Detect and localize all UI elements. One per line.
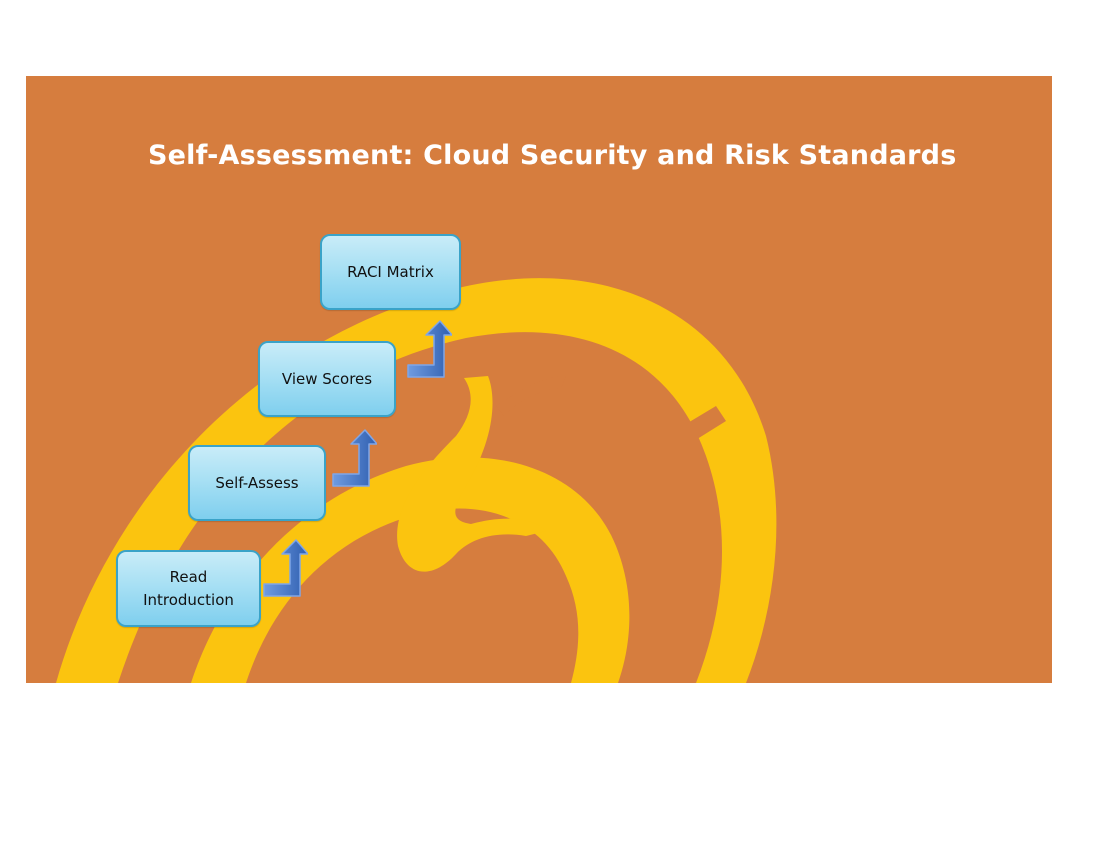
self-assess-button[interactable]: Self-Assess <box>188 445 326 521</box>
read-introduction-label-line1: Read <box>169 567 208 586</box>
read-introduction-label-line2: Introduction <box>143 590 234 609</box>
view-scores-label: View Scores <box>281 369 373 388</box>
up-arrow-icon <box>332 429 377 487</box>
page-title: Self-Assessment: Cloud Security and Risk… <box>148 140 957 171</box>
view-scores-button[interactable]: View Scores <box>258 341 396 417</box>
up-arrow-icon <box>407 320 452 378</box>
read-introduction-button[interactable]: Read Introduction <box>116 550 261 627</box>
raci-matrix-button[interactable]: RACI Matrix <box>320 234 461 310</box>
self-assess-label: Self-Assess <box>215 473 299 492</box>
up-arrow-icon <box>263 539 308 597</box>
cover-banner: Self-Assessment: Cloud Security and Risk… <box>26 76 1052 683</box>
raci-matrix-label: RACI Matrix <box>347 262 434 281</box>
